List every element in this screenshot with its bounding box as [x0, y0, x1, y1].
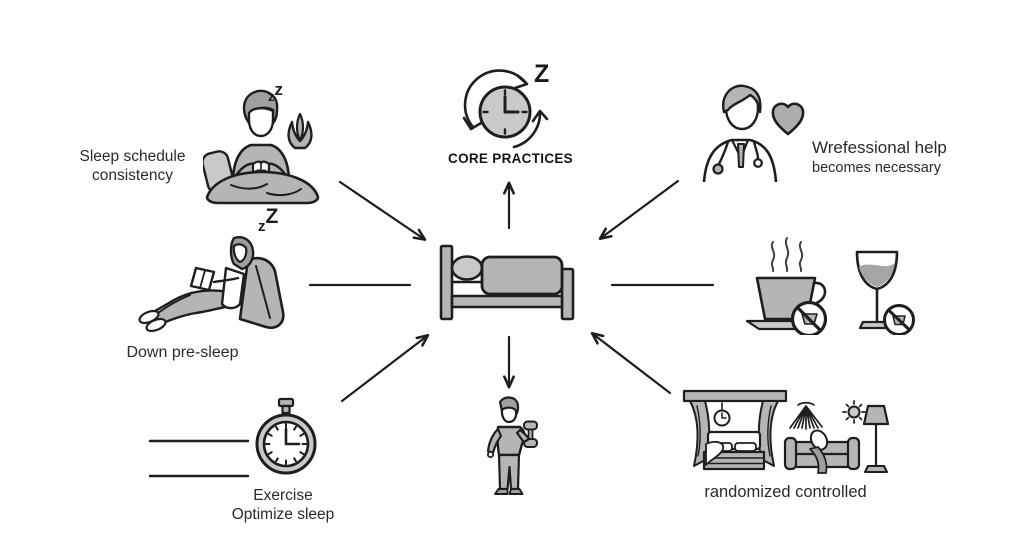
arrow-environment-to-bed — [593, 334, 672, 395]
avoid-stimulants-node — [733, 230, 918, 335]
sleep-schedule-label: Sleep schedule consistency — [79, 148, 186, 184]
environment-node — [682, 386, 892, 478]
doctor-with-heart-icon — [702, 84, 805, 182]
wind-down-node — [130, 228, 290, 338]
sleep-zz-text: zz — [268, 80, 283, 104]
stopwatch-icon — [148, 397, 317, 478]
professional-help-label-line2: becomes necessary — [812, 160, 941, 176]
arrow-sleep-schedule-to-bed — [338, 180, 424, 239]
arrow-exercise-timing-to-bed — [340, 336, 427, 403]
exercise-timing-node — [146, 396, 321, 496]
professional-help-label-line1: Wrefessional help — [812, 138, 947, 157]
person-with-dumbbell-icon — [486, 396, 538, 495]
exercise-person-node — [478, 393, 542, 505]
core-z-text: Z — [534, 60, 550, 88]
professional-help-node — [698, 82, 808, 182]
exercise-timing-label: Exercise Optimize sleep — [231, 487, 335, 523]
sleep-schedule-node — [203, 80, 323, 205]
winddown-zz-text: zZ — [258, 205, 279, 235]
bedroom-environment-icon — [682, 389, 890, 474]
bed-with-sleeping-person-icon — [439, 244, 575, 321]
no-coffee-no-alcohol-icon — [745, 237, 915, 335]
core-practices-node — [452, 60, 562, 155]
wind-down-label: Down pre-sleep — [126, 344, 239, 361]
person-reclining-reading-icon — [138, 236, 285, 333]
clock-cycle-icon — [462, 69, 549, 149]
arrow-help-to-bed — [601, 179, 680, 238]
person-sitting-in-bed-icon — [203, 89, 320, 205]
environment-label: randomized controlled — [704, 483, 867, 501]
center-bed-node — [437, 237, 577, 322]
core-practices-label: CORE PRACTICES — [448, 151, 573, 166]
